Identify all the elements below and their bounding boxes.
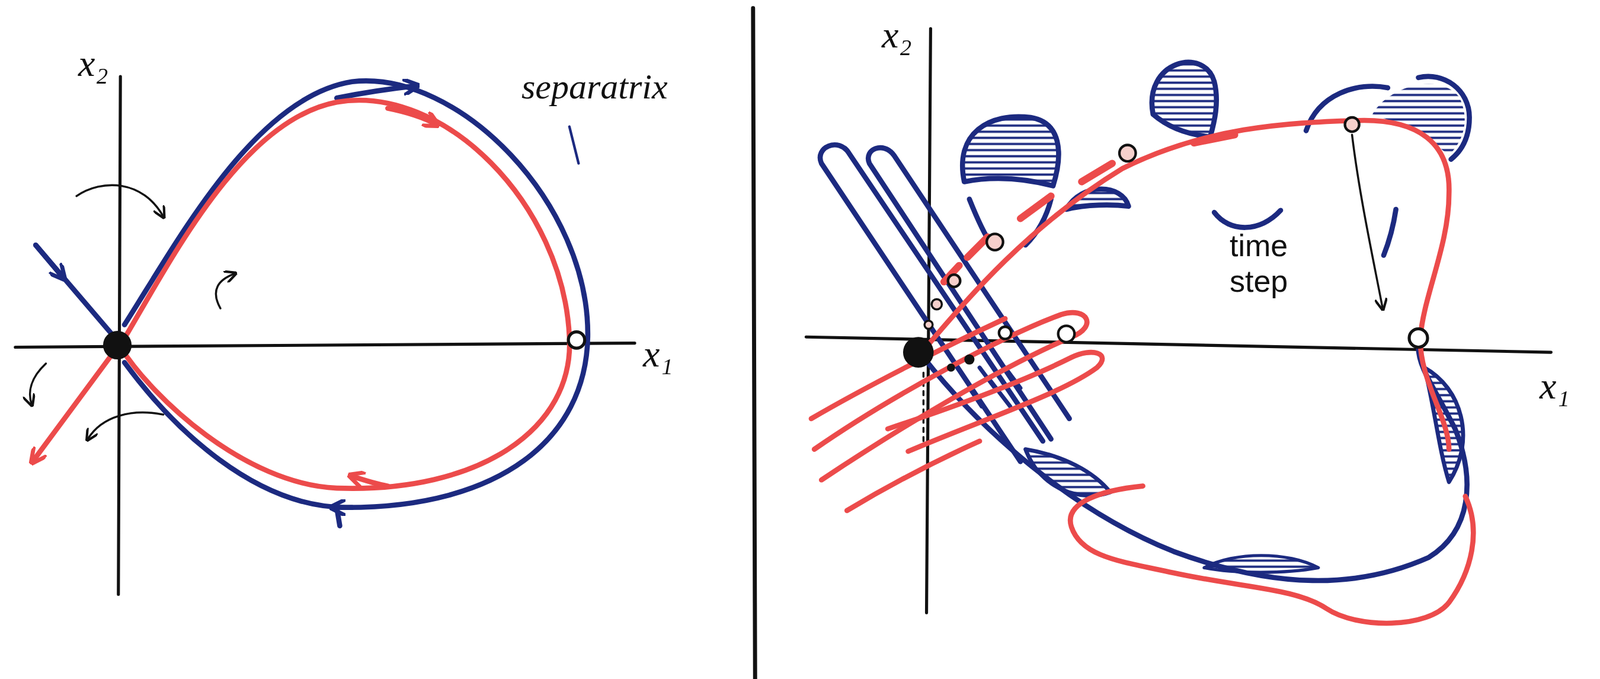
unstable-manifold — [846, 440, 980, 511]
orbit-point — [1345, 117, 1360, 132]
flow-arrow — [30, 363, 47, 405]
unstable-manifold — [923, 120, 1449, 450]
orbit-point — [948, 274, 961, 287]
sketch — [15, 8, 1552, 679]
axis-label: x₂ — [881, 13, 912, 57]
flow-arrow — [215, 273, 235, 309]
flow-arrow — [350, 475, 388, 486]
saddle-point — [103, 330, 132, 360]
fixed-point — [1409, 328, 1428, 347]
flow-arrow — [76, 184, 163, 217]
hatched-lobe — [1152, 62, 1217, 137]
unstable-manifold — [944, 134, 1235, 282]
orbit-point — [999, 326, 1012, 339]
stable-manifold — [336, 507, 340, 526]
stable-manifold — [923, 346, 1467, 581]
divider — [753, 8, 755, 679]
unstable-manifold — [1070, 485, 1474, 623]
time-step-label: time step — [1229, 228, 1288, 300]
orbit-point — [931, 299, 942, 310]
flow-arrow — [87, 412, 163, 440]
axis-label: x₁ — [1539, 363, 1570, 408]
saddle-point — [903, 336, 934, 368]
fixed-point — [568, 331, 585, 349]
axis-label: x₂ — [78, 41, 109, 86]
orbit-point — [1119, 145, 1136, 162]
leader-line — [569, 126, 579, 164]
orbit-point — [946, 363, 956, 372]
stable-manifold — [35, 244, 115, 337]
orbit-point — [1058, 325, 1075, 342]
unstable-manifold — [120, 100, 570, 489]
unstable-manifold — [811, 318, 1006, 419]
flow-arrow — [35, 244, 63, 278]
axis-label: x₁ — [642, 331, 674, 376]
hatched-lobe — [1204, 555, 1319, 572]
orbit-point — [924, 320, 933, 329]
separatrix-label: separatrix — [521, 66, 668, 108]
orbit-point — [964, 354, 975, 365]
time-step-arrow — [1352, 134, 1384, 309]
stable-manifold — [1306, 76, 1470, 160]
orbit-point — [986, 233, 1004, 251]
stable-manifold — [1214, 210, 1281, 228]
flow-arrow — [387, 108, 437, 126]
flow-arrow — [336, 85, 416, 99]
stable-manifold — [1383, 209, 1397, 255]
hatched-lobe — [962, 116, 1059, 187]
